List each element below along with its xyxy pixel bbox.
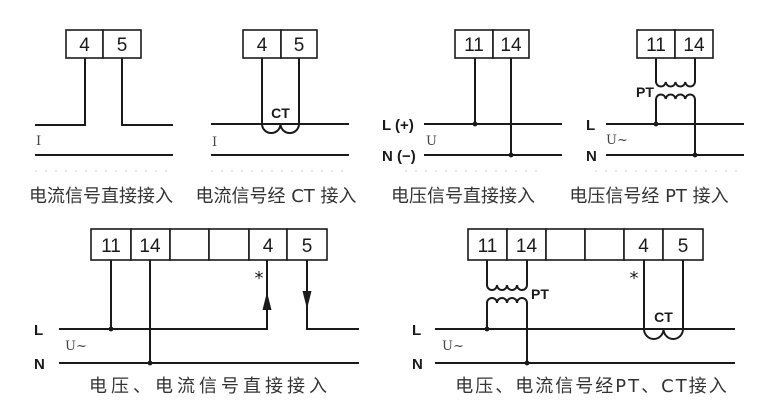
ct-coil-icon — [261, 123, 300, 134]
terminal-label: 5 — [678, 236, 689, 257]
terminal-empty — [208, 228, 250, 261]
terminal-14 — [130, 228, 171, 261]
caption: 电压、电流信号经PT、CT接入 — [455, 376, 728, 397]
ct-coil-icon — [643, 328, 684, 340]
neutral-label: N — [412, 356, 423, 373]
wire-terminal-4 — [59, 260, 268, 330]
terminal-label: 11 — [101, 236, 121, 257]
terminal-label: 4 — [263, 236, 274, 257]
ct-label: CT — [271, 105, 290, 121]
junction-dot — [147, 360, 153, 366]
terminal-14 — [674, 29, 714, 59]
terminal-11 — [454, 29, 494, 59]
terminal-label: 5 — [302, 236, 313, 257]
terminal-block: 4 5 — [242, 29, 318, 59]
polarity-mark: * — [630, 268, 639, 289]
terminal-block: 11 14 4 5 — [90, 228, 328, 261]
terminal-5 — [662, 228, 704, 261]
terminal-5 — [286, 228, 328, 261]
terminal-empty — [169, 228, 210, 261]
caption: 电压信号直接接入 — [391, 186, 535, 207]
line-label: L — [586, 117, 595, 134]
pt-secondary-coil-icon — [655, 58, 696, 88]
terminal-label: 14 — [500, 35, 522, 56]
junction-dot — [472, 121, 478, 127]
terminal-label: 14 — [683, 35, 705, 56]
terminal-label: 11 — [464, 35, 484, 56]
diagram-current-direct: 4 5 I 电流信号直接接入 — [29, 29, 173, 207]
neutral-label: N (−) — [382, 148, 416, 165]
diagram-voltage-current-pt-ct: 11 14 4 5 PT CT * L N U~ 电压、电流信号经PT、CT接入 — [412, 228, 735, 397]
junction-dot — [108, 326, 114, 332]
diagram-current-ct: 4 5 CT I 电流信号经 CT 接入 — [195, 29, 357, 207]
signal-label: U~ — [442, 339, 464, 354]
pt-primary-coil-icon — [486, 297, 528, 363]
polarity-mark: * — [255, 268, 264, 289]
arrow-down-icon — [302, 291, 312, 309]
terminal-4 — [623, 228, 664, 261]
terminal-label: 11 — [646, 35, 666, 56]
caption: 电流信号直接接入 — [29, 186, 173, 207]
terminal-14 — [506, 228, 547, 261]
terminal-empty — [545, 228, 586, 261]
caption: 电压信号经 PT 接入 — [569, 186, 728, 207]
terminal-label: 4 — [79, 35, 90, 56]
wire-terminal-5 — [121, 58, 173, 126]
diagram-voltage-pt: 11 14 PT L N U~ 电压信号经 PT 接入 — [569, 29, 744, 207]
terminal-14 — [492, 29, 530, 59]
junction-dot — [508, 152, 514, 158]
diagram-voltage-current-direct: 11 14 4 5 * L N U~ 电压、电流信号直接接入 — [34, 228, 359, 397]
terminal-label: 4 — [257, 35, 268, 56]
junction-dot — [692, 152, 698, 158]
terminal-empty — [584, 228, 625, 261]
signal-label: I — [212, 135, 217, 150]
arrow-up-icon — [262, 292, 272, 310]
line-label: L — [34, 322, 43, 339]
pt-label: PT — [636, 84, 654, 100]
line-label: L — [412, 322, 421, 339]
junction-dot — [653, 121, 659, 127]
terminal-label: 5 — [117, 35, 128, 56]
terminal-label: 5 — [294, 35, 305, 56]
signal-label: U~ — [65, 339, 87, 354]
caption: 电压、电流信号直接接入 — [89, 376, 331, 397]
terminal-label: 14 — [139, 236, 161, 257]
terminal-block: 4 5 — [65, 29, 142, 59]
terminal-label: 11 — [478, 236, 498, 257]
signal-label: U — [426, 134, 437, 149]
neutral-label: N — [586, 148, 597, 165]
signal-label: U~ — [606, 133, 628, 148]
pt-secondary-coil-icon — [486, 260, 528, 291]
junction-dot — [484, 326, 490, 332]
neutral-label: N — [34, 356, 45, 373]
junction-dot — [524, 360, 530, 366]
terminal-label: 14 — [516, 236, 538, 257]
ct-label: CT — [654, 309, 673, 325]
caption: 电流信号经 CT 接入 — [195, 186, 356, 207]
line-label: L (+) — [382, 117, 414, 134]
diagram-voltage-direct: 11 14 L (+) N (−) U 电压信号直接接入 — [382, 29, 562, 207]
terminal-block: 11 14 — [636, 29, 714, 59]
pt-primary-coil-icon — [655, 93, 696, 155]
terminal-11 — [90, 228, 132, 261]
pt-label: PT — [531, 286, 549, 302]
terminal-label: 4 — [638, 236, 649, 257]
wire-terminal-4 — [35, 58, 86, 126]
wire-terminal-5 — [306, 260, 359, 330]
signal-label: I — [36, 134, 41, 149]
terminal-block: 11 14 4 5 — [467, 228, 704, 261]
terminal-block: 11 14 — [454, 29, 530, 59]
